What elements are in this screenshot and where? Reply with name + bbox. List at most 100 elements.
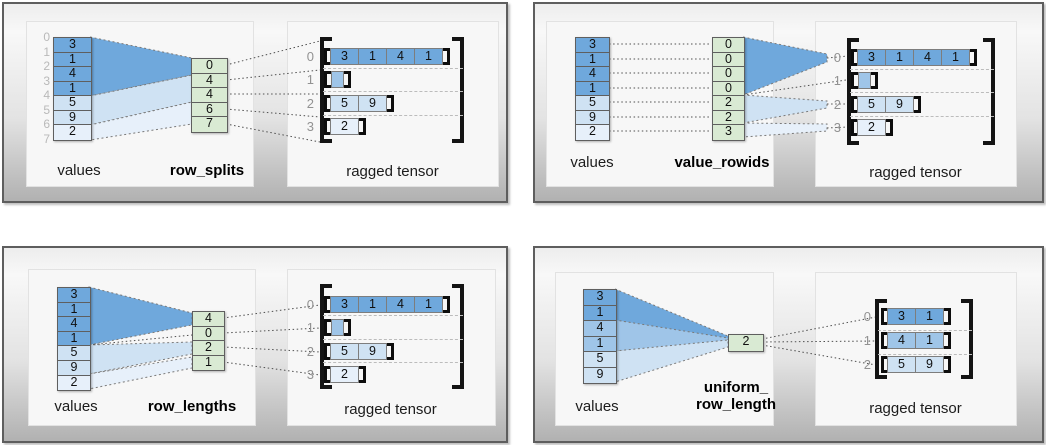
values-cell: 1 [58, 331, 90, 347]
inner-bracket-right-icon [359, 366, 366, 383]
param-label: uniform_ row_length [695, 379, 776, 413]
values-cell: 1 [54, 81, 91, 96]
values-cell: 9 [576, 110, 609, 125]
tensor-cell: 1 [358, 48, 387, 65]
tensor-cell: 5 [857, 96, 886, 113]
row-index-label: 2 [306, 344, 314, 359]
inner-bracket-right-icon [443, 48, 450, 65]
param-cell: 6 [192, 102, 227, 117]
row-index-label: 1 [833, 73, 841, 88]
param-cell: 4 [192, 88, 227, 103]
outer-bracket-left-icon [875, 299, 887, 379]
tensor-cell: 9 [885, 96, 914, 113]
boundary-index-label: 2 [43, 59, 50, 73]
row-index-label: 2 [833, 97, 841, 112]
tensor-cell: 1 [941, 49, 970, 66]
boundary-index-label: 5 [43, 102, 50, 117]
param-cell: 2 [713, 96, 744, 111]
param-cell: 1 [193, 355, 224, 371]
inner-bracket-right-icon [443, 296, 450, 313]
param-label: value_rowids [674, 154, 770, 171]
row-index-label: 0 [863, 309, 871, 324]
inner-bracket-left-icon [324, 343, 331, 360]
inner-bracket-left-icon [851, 96, 858, 113]
inner-bracket-left-icon [851, 72, 858, 89]
param-cell: 2 [729, 335, 763, 351]
row-index-label: 0 [306, 49, 314, 64]
values-cell: 3 [58, 288, 90, 303]
tensor-cell: 1 [885, 49, 914, 66]
values-cell: 4 [584, 321, 616, 337]
param-cell: 0 [713, 81, 744, 96]
inner-bracket-left-icon [324, 366, 331, 383]
empty-row-marker [331, 71, 344, 88]
tensor-row [851, 72, 878, 89]
outer-bracket-left-icon [320, 37, 332, 143]
outer-bracket-right-icon [452, 37, 464, 143]
values-label: values [570, 154, 614, 171]
row-separator [850, 68, 994, 70]
inner-bracket-left-icon [881, 308, 888, 325]
inner-bracket-left-icon [851, 119, 858, 136]
tensor-cell: 1 [414, 296, 443, 313]
row-index-label: 3 [306, 119, 314, 134]
tensor-cell: 2 [330, 118, 359, 135]
inner-bracket-right-icon [387, 95, 394, 112]
empty-row-marker [331, 319, 344, 336]
param-label: row_splits [169, 162, 245, 179]
ragged-tensor-label: ragged tensor [344, 401, 437, 418]
values-cell: 2 [576, 125, 609, 140]
row-separator [850, 115, 994, 117]
boundary-index-label: 4 [43, 88, 50, 102]
param-cell: 3 [713, 125, 744, 140]
tensor-cell: 2 [330, 366, 359, 383]
values-cell: 9 [54, 110, 91, 125]
tensor-cell: 1 [915, 308, 944, 325]
values-cell: 4 [54, 67, 91, 82]
param-cell: 0 [192, 59, 227, 74]
inner-bracket-left-icon [324, 319, 331, 336]
values-cell: 9 [584, 367, 616, 383]
tensor-cell: 9 [915, 356, 944, 373]
ragged-tensor-label: ragged tensor [346, 163, 439, 180]
values-cell: 5 [584, 352, 616, 368]
inner-bracket-left-icon [881, 356, 888, 373]
row-index-label: 2 [306, 96, 314, 111]
tensor-row: 2 [324, 366, 366, 383]
values-cell: 1 [576, 52, 609, 67]
inner-bracket-right-icon [344, 319, 351, 336]
tensor-cell: 9 [358, 343, 387, 360]
row-separator [323, 338, 463, 340]
values-label: values [575, 398, 619, 415]
inner-bracket-right-icon [944, 332, 951, 349]
values-cell: 1 [584, 336, 616, 352]
panel-uniform-row-length: values uniform_ row_length ragged tensor… [533, 246, 1044, 443]
tensor-row: 2 [324, 118, 366, 135]
ragged-tensor-label: ragged tensor [869, 164, 962, 181]
row-separator [323, 91, 463, 92]
param-cell: 0 [193, 326, 224, 342]
inner-bracket-right-icon [944, 308, 951, 325]
ragged-tensor-label: ragged tensor [869, 400, 962, 417]
param-cell: 4 [192, 73, 227, 88]
inner-bracket-right-icon [970, 49, 977, 66]
param-column: 2 [728, 334, 764, 352]
tensor-cell: 2 [857, 119, 886, 136]
boundary-index-label: 3 [43, 73, 50, 88]
values-cell: 1 [584, 305, 616, 321]
tensor-cell: 5 [330, 343, 359, 360]
tensor-cell: 4 [913, 49, 942, 66]
row-separator [878, 353, 972, 355]
param-cell: 2 [193, 341, 224, 356]
tensor-cell: 3 [857, 49, 886, 66]
tensor-cell: 5 [330, 95, 359, 112]
